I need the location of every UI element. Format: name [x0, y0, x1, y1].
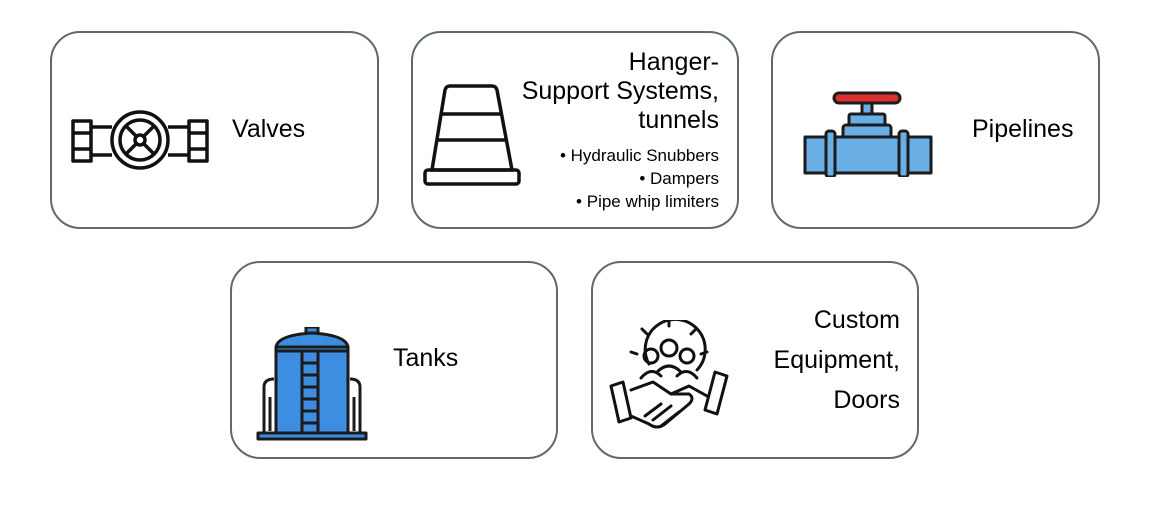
bullet-item: Hydraulic Snubbers — [560, 144, 719, 167]
card-pipelines: Pipelines — [771, 31, 1100, 229]
card-custom-equipment: Custom Equipment, Doors — [591, 261, 919, 459]
tank-icon — [256, 327, 368, 441]
hanger-title-line-3: tunnels — [638, 106, 719, 134]
hanger-title-line-2: Support Systems, — [521, 77, 719, 105]
bullet-item: Pipe whip limiters — [560, 190, 719, 213]
card-tanks: Tanks — [230, 261, 558, 459]
pipeline-icon — [803, 91, 933, 177]
hanger-bullet-list: Hydraulic Snubbers Dampers Pipe whip lim… — [560, 144, 719, 213]
custom-title-line-1: Custom — [813, 306, 900, 334]
hanger-title-line-1: Hanger- — [628, 48, 719, 76]
handshake-gear-icon — [609, 320, 729, 440]
support-structure-icon — [422, 82, 522, 188]
custom-equipment-title: Custom Equipment, Doors — [774, 300, 900, 420]
tanks-title: Tanks — [393, 344, 459, 372]
valve-icon — [70, 109, 210, 171]
valves-title: Valves — [232, 115, 306, 143]
card-hanger-support: Hanger- Support Systems, tunnels Hydraul… — [411, 31, 739, 229]
pipelines-title: Pipelines — [972, 115, 1074, 143]
custom-title-line-2: Equipment, — [773, 346, 900, 374]
hanger-title: Hanger- Support Systems, tunnels — [522, 48, 719, 135]
bullet-item: Dampers — [560, 167, 719, 190]
custom-title-line-3: Doors — [833, 386, 900, 414]
card-valves: Valves — [50, 31, 379, 229]
